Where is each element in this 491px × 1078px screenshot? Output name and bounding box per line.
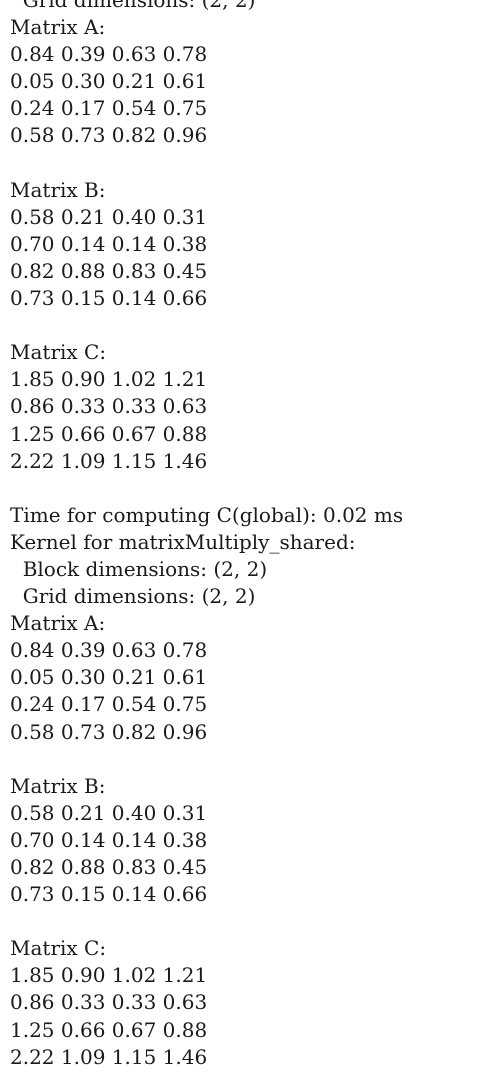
console-line: Matrix C: [10,936,107,961]
console-line: 0.24 0.17 0.54 0.75 [10,96,208,121]
console-line: 2.22 1.09 1.15 1.46 [10,1044,208,1069]
blank-line [10,746,485,773]
console-line: 0.73 0.15 0.14 0.66 [10,882,208,907]
console-line: Matrix A: [10,15,106,40]
console-line: 0.82 0.88 0.83 0.45 [10,258,208,283]
blank-line [10,150,485,177]
console-line: 0.58 0.73 0.82 0.96 [10,123,208,148]
console-line: Time for computing C(global): 0.02 ms [10,502,404,527]
console-line: 0.73 0.15 0.14 0.66 [10,286,208,311]
console-line: Block dimensions: (2, 2) [10,556,268,581]
console-line: Kernel for matrixMultiply_shared: [10,529,356,554]
console-line: 0.82 0.88 0.83 0.45 [10,855,208,879]
console-line: Matrix A: [10,611,106,636]
console-line: 1.85 0.90 1.02 1.21 [10,367,208,392]
console-line: Grid dimensions: (2, 2) [10,584,256,609]
console-line: Grid dimensions: (2, 2) [10,0,256,12]
console-line: 0.86 0.33 0.33 0.63 [10,990,208,1015]
console-output: Grid dimensions: (2, 2)Matrix A:0.84 0.3… [10,0,485,1071]
console-line: 0.05 0.30 0.21 0.61 [10,665,208,690]
console-line: 0.70 0.14 0.14 0.38 [10,827,208,852]
console-line: 0.84 0.39 0.63 0.78 [10,42,208,67]
console-line: 0.86 0.33 0.33 0.63 [10,394,208,419]
console-line: Matrix B: [10,177,106,202]
blank-line [10,312,485,339]
console-line: Matrix B: [10,773,106,798]
blank-line [10,908,485,935]
console-line: 2.22 1.09 1.15 1.46 [10,448,208,473]
console-line: Matrix C: [10,340,107,365]
console-line: 0.58 0.21 0.40 0.31 [10,204,208,229]
console-line: 0.84 0.39 0.63 0.78 [10,638,208,663]
console-line: 1.25 0.66 0.67 0.88 [10,1017,208,1042]
console-line: 0.24 0.17 0.54 0.75 [10,692,208,717]
console-line: 0.58 0.73 0.82 0.96 [10,719,208,744]
console-line: 1.25 0.66 0.67 0.88 [10,421,208,446]
console-line: 0.70 0.14 0.14 0.38 [10,231,208,256]
console-line: 1.85 0.90 1.02 1.21 [10,963,208,988]
console-line: 0.05 0.30 0.21 0.61 [10,69,208,94]
console-line: 0.58 0.21 0.40 0.31 [10,800,208,825]
blank-line [10,475,485,502]
